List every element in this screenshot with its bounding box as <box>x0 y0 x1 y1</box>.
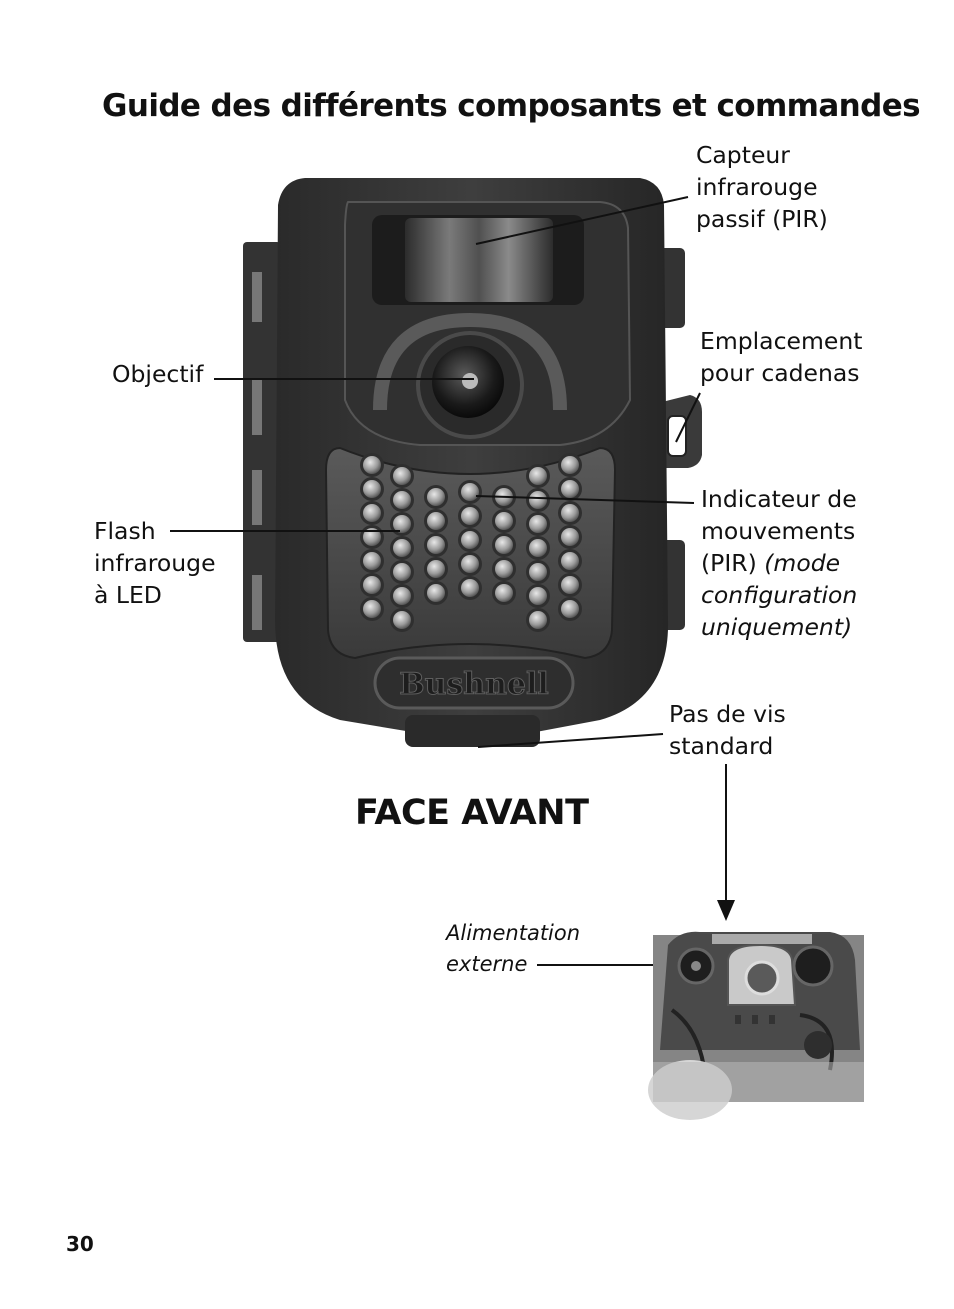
led-icon <box>495 536 513 554</box>
led-icon <box>427 512 445 530</box>
led-icon <box>393 611 411 629</box>
led-icon <box>393 515 411 533</box>
led-icon <box>495 512 513 530</box>
label-note: configuration <box>701 581 858 609</box>
led-icon <box>461 579 479 597</box>
brand-plate: Bushnell <box>373 656 575 710</box>
label-line: standard <box>669 732 774 760</box>
label-line: infrarouge <box>94 549 216 577</box>
label-pir-sensor: Capteur infrarouge passif (PIR) <box>696 139 828 235</box>
led-icon <box>461 531 479 549</box>
label-external-power: Alimentation externe <box>446 918 580 980</box>
label-line: Pas de vis <box>669 700 786 728</box>
leader-lines <box>170 196 727 966</box>
led-icon <box>427 488 445 506</box>
label-lens: Objectif <box>112 360 204 388</box>
tripod-boss <box>405 715 540 747</box>
led-icon <box>461 483 479 501</box>
label-line: externe <box>446 952 528 976</box>
section-heading: FACE AVANT <box>355 793 589 833</box>
label-note: uniquement) <box>701 613 853 641</box>
label-line: Indicateur de <box>701 485 857 513</box>
led-icon <box>427 560 445 578</box>
led-icon <box>363 480 381 498</box>
led-icon <box>393 587 411 605</box>
led-icon <box>561 480 579 498</box>
label-line: Capteur <box>696 141 790 169</box>
led-icon <box>529 611 547 629</box>
label-line: Flash <box>94 517 156 545</box>
led-icon <box>529 467 547 485</box>
led-icon <box>529 563 547 581</box>
led-icon <box>393 539 411 557</box>
led-icon <box>529 491 547 509</box>
label-ir-flash: Flash infrarouge à LED <box>94 515 216 611</box>
label-line: (PIR) (mode <box>701 547 857 579</box>
label-motion-indicator: Indicateur de mouvements (PIR) (mode con… <box>701 483 857 643</box>
led-icon <box>529 539 547 557</box>
external-power-photo <box>648 931 864 1120</box>
led-icon <box>495 584 513 602</box>
label-lock-slot: Emplacement pour cadenas <box>700 325 862 389</box>
led-icon <box>363 576 381 594</box>
label-line: pour cadenas <box>700 359 860 387</box>
led-icon <box>561 552 579 570</box>
led-icon <box>393 467 411 485</box>
brand-logo: Bushnell <box>399 667 549 702</box>
label-line: Alimentation <box>446 921 581 945</box>
led-panel <box>324 446 617 660</box>
label-line: Emplacement <box>700 327 863 355</box>
page-title: Guide des différents composants et comma… <box>102 88 921 124</box>
led-icon <box>427 584 445 602</box>
led-icon <box>363 552 381 570</box>
led-icon <box>529 587 547 605</box>
led-icon <box>363 600 381 618</box>
led-icon <box>529 515 547 533</box>
pir-sensor <box>372 215 584 305</box>
led-icon <box>363 456 381 474</box>
page-number: 30 <box>66 1232 94 1256</box>
led-icon <box>461 507 479 525</box>
label-tripod-socket: Pas de vis standard <box>669 698 786 762</box>
led-icon <box>393 491 411 509</box>
led-icon <box>363 504 381 522</box>
led-icon <box>461 555 479 573</box>
led-icon <box>427 536 445 554</box>
led-icon <box>561 504 579 522</box>
label-line: mouvements <box>701 517 856 545</box>
led-icon <box>393 563 411 581</box>
led-icon <box>495 560 513 578</box>
left-strap <box>243 242 281 642</box>
label-note: (mode <box>764 549 841 577</box>
arrow-down-icon <box>717 900 735 921</box>
label-pir: (PIR) <box>701 549 757 577</box>
label-line: infrarouge <box>696 173 818 201</box>
led-icon <box>561 600 579 618</box>
lens <box>373 312 567 439</box>
led-icon <box>561 456 579 474</box>
led-icon <box>363 528 381 546</box>
label-line: à LED <box>94 581 162 609</box>
led-icon <box>561 528 579 546</box>
led-icon <box>561 576 579 594</box>
label-line: passif (PIR) <box>696 205 828 233</box>
